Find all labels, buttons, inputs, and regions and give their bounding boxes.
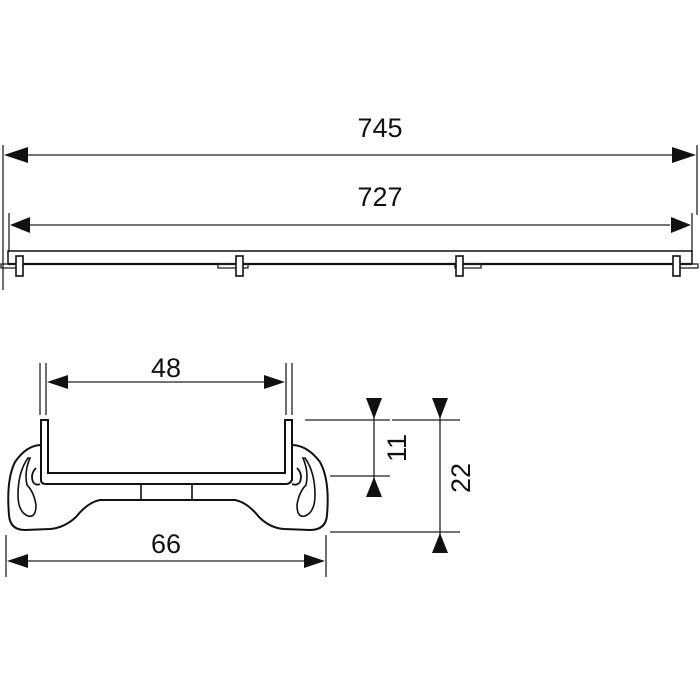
clip [235,255,244,277]
label-11: 11 [382,434,412,462]
arrow-left-icon [47,375,68,389]
dimension-66: 66 [5,529,327,577]
clip [455,255,464,277]
dimension-22: 22 [330,398,476,553]
label-48: 48 [151,353,181,383]
label-22: 22 [446,463,476,493]
arrow-left-icon [7,554,28,568]
arrow-left-icon [10,217,30,233]
arrow-right-icon [672,147,696,163]
arrow-right-icon [264,375,285,389]
profile-cross-section [7,419,329,532]
arrow-right-icon [304,554,325,568]
dimension-745: 745 [2,113,698,290]
channel-top-view [0,250,699,277]
label-727: 727 [357,182,402,212]
dimension-727: 727 [8,182,693,252]
dimension-11: 11 [305,398,412,497]
clip [672,255,681,277]
arrow-down-icon [432,398,448,419]
label-66: 66 [151,529,181,559]
label-745: 745 [357,113,402,143]
arrow-right-icon [671,217,691,233]
arrow-up-icon [366,477,382,497]
arrow-down-icon [366,398,382,419]
dimension-48: 48 [39,353,293,415]
arrow-up-icon [432,533,448,553]
clip [15,255,24,277]
arrow-left-icon [4,147,28,163]
